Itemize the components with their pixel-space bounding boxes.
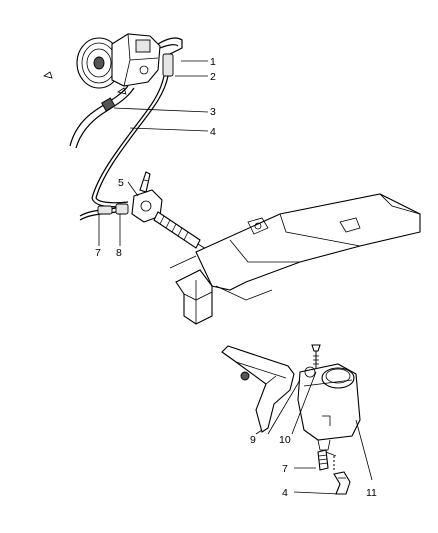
callout-1: 1: [210, 56, 216, 68]
reservoir-mounting-bolt: [311, 344, 321, 370]
callout-8: 8: [116, 247, 122, 259]
return-hose: [69, 85, 135, 149]
callout-11: 11: [366, 487, 377, 499]
crossmember-frame: [169, 193, 421, 325]
power-steering-pump: [43, 33, 161, 89]
callout-3: 3: [210, 106, 216, 118]
callout-2: 2: [210, 71, 216, 83]
callout-4: 4: [210, 126, 216, 138]
leader-lines-lower: [255, 371, 373, 495]
callout-10: 10: [279, 434, 291, 446]
callout-4-lower: 4: [282, 487, 288, 499]
reservoir-bracket: [221, 345, 295, 433]
fluid-reservoir: [297, 363, 361, 451]
callout-9: 9: [250, 434, 256, 446]
leader-lines-upper: [98, 60, 209, 246]
callout-7: 7: [95, 247, 101, 259]
callout-5: 5: [118, 177, 124, 189]
callout-7-lower: 7: [282, 463, 288, 475]
reservoir-hose-fitting: [317, 449, 351, 495]
callout-labels: 1 2 3 4 5 7 8 9 10 7 4 11: [95, 56, 377, 499]
